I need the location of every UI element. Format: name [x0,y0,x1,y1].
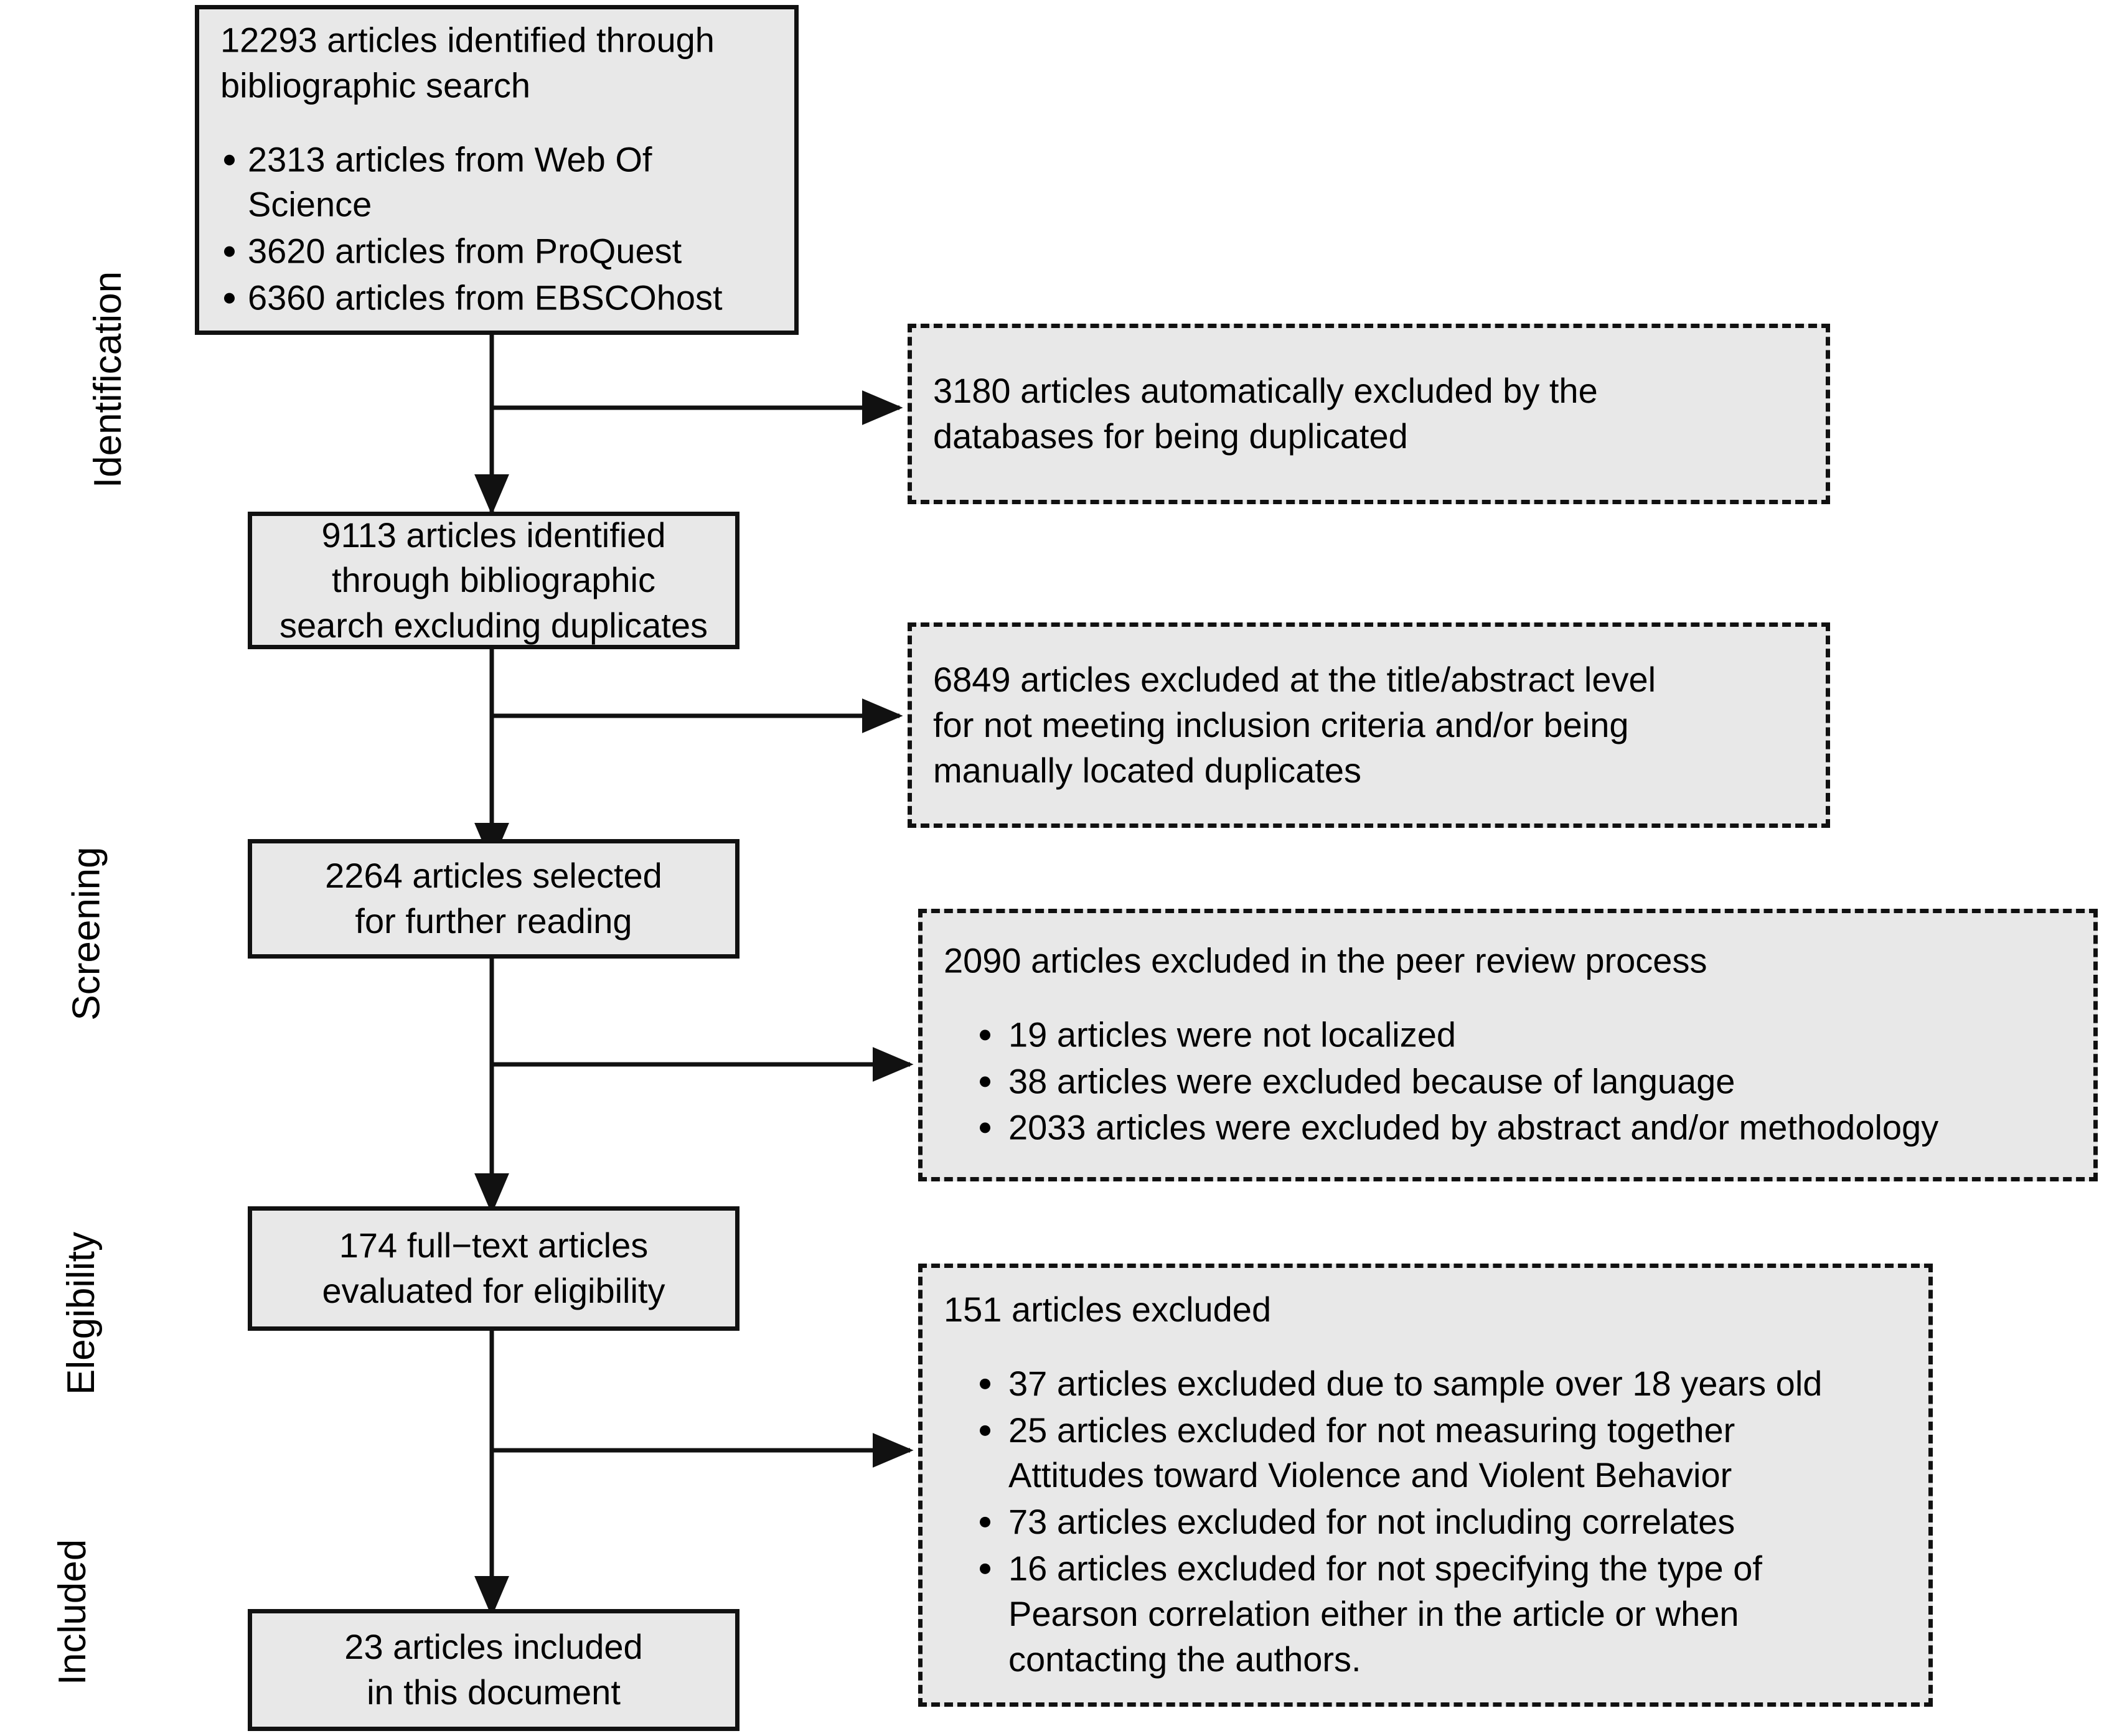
node-fulltext-assessed-line-1: 174 full−text articles [339,1226,649,1265]
list-item: 37 articles excluded due to sample over … [976,1361,1907,1407]
node-excluded-duplicates-line-2: databases for being duplicated [933,416,1408,456]
list-item: 16 articles excluded for not specifying … [976,1546,1907,1682]
list-item: 3620 articles from ProQuest [220,229,773,274]
list-item: 6360 articles from EBSCOhost [220,276,773,321]
list-item-line: 25 articles excluded for not measuring t… [1008,1410,1735,1450]
node-excluded-duplicates: 3180 articles automatically excluded by … [908,324,1830,504]
list-item: 73 articles excluded for not including c… [976,1499,1907,1545]
node-excluded-title-abstract-line-3: manually located duplicates [933,750,1361,790]
node-excluded-fulltext-heading: 151 articles excluded [944,1289,1272,1329]
node-excluded-fulltext: 151 articles excluded 37 articles exclud… [918,1264,1933,1707]
node-excluded-title-abstract-line-2: for not meeting inclusion criteria and/o… [933,705,1629,744]
stage-label-included: Included [0,1488,94,1736]
list-item-line: 16 articles excluded for not specifying … [1008,1548,1762,1588]
node-excluded-duplicates-line-1: 3180 articles automatically excluded by … [933,371,1598,411]
stage-label-identification: Identification [0,162,129,598]
stage-label-eligibility: Elegibility [0,1120,103,1506]
node-records-identified: 12293 articles identified through biblio… [195,5,799,335]
list-item-line: 37 articles excluded due to sample over … [1008,1363,1823,1403]
list-item-line: 73 articles excluded for not including c… [1008,1502,1735,1541]
list-item-line: contacting the authors. [1008,1639,1361,1679]
spacer [220,108,773,137]
stage-label-included-text: Included [51,1539,95,1686]
node-excluded-peer-review-reasons: 19 articles were not localized 38 articl… [976,1012,2072,1150]
list-item-line: Pearson correlation either in the articl… [1008,1593,1739,1633]
list-item: 25 articles excluded for not measuring t… [976,1407,1907,1498]
node-excluded-title-abstract: 6849 articles excluded at the title/abst… [908,622,1830,828]
node-studies-included-line-2: in this document [367,1673,621,1712]
list-item: 19 articles were not localized [976,1012,2072,1058]
node-fulltext-assessed: 174 full−text articles evaluated for eli… [248,1206,740,1331]
stage-label-screening: Screening [0,741,108,1127]
node-records-after-duplicates: 9113 articles identified through bibliog… [248,512,740,649]
node-excluded-peer-review-heading: 2090 articles excluded in the peer revie… [944,941,1707,980]
list-item: 2313 articles from Web Of Science [220,137,773,228]
list-item-line: Attitudes toward Violence and Violent Be… [1008,1455,1732,1495]
node-records-after-duplicates-line-2: through bibliographic [332,560,655,600]
list-item: 38 articles were excluded because of lan… [976,1059,2072,1104]
node-records-identified-line-2: bibliographic search [220,65,531,105]
node-excluded-fulltext-reasons: 37 articles excluded due to sample over … [976,1361,1907,1682]
stage-label-eligibility-text: Elegibility [59,1232,103,1395]
node-studies-included: 23 articles included in this document [248,1609,740,1731]
spacer [944,983,2072,1012]
stage-label-screening-text: Screening [65,847,108,1021]
list-item: 2033 articles were excluded by abstract … [976,1105,2072,1151]
node-excluded-title-abstract-line-1: 6849 articles excluded at the title/abst… [933,659,1656,699]
node-studies-included-line-1: 23 articles included [344,1627,643,1667]
node-fulltext-assessed-line-2: evaluated for eligibility [322,1271,665,1310]
node-records-screened-line-1: 2264 articles selected [325,856,662,896]
spacer [944,1333,1907,1361]
node-records-after-duplicates-line-1: 9113 articles identified [321,515,666,555]
node-records-identified-sources: 2313 articles from Web Of Science 3620 a… [220,137,773,321]
node-excluded-peer-review: 2090 articles excluded in the peer revie… [918,909,2098,1181]
node-records-identified-line-1: 12293 articles identified through [220,20,715,60]
node-records-screened-line-2: for further reading [355,901,632,941]
node-records-screened: 2264 articles selected for further readi… [248,839,740,959]
node-records-after-duplicates-line-3: search excluding duplicates [279,605,708,645]
